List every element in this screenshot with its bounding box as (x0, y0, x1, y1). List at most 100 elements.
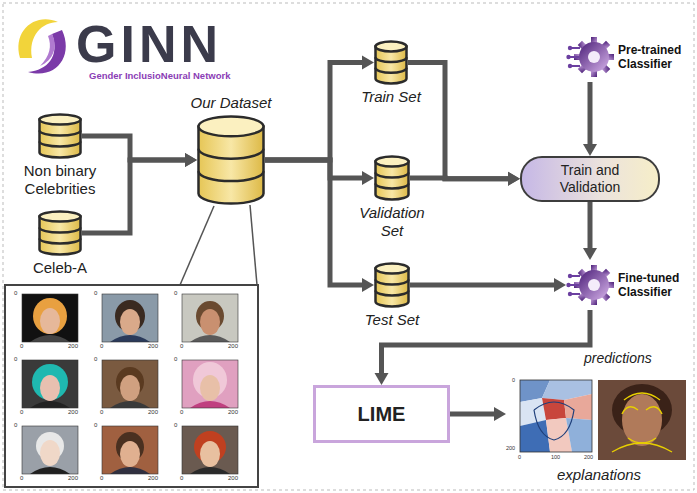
cylinder-shape-part (40, 131, 81, 136)
node-label: LIME (358, 402, 406, 426)
sample-grid-part-part (22, 426, 78, 474)
axis-tick: 100 (551, 455, 560, 461)
sample-grid-part-part (22, 426, 78, 474)
classifier-icon: Pre-trained Classifier (566, 32, 690, 82)
axis-tick: 0 (512, 378, 515, 384)
explanation-picture-part-part (566, 418, 592, 452)
zoom-lines-part (250, 205, 257, 285)
sample-grid-part (22, 360, 78, 408)
sample-grid-part-part (182, 294, 238, 342)
sample-grid-part-part (22, 294, 78, 342)
axis-tick: 200 (228, 409, 238, 415)
axis-tick: 0 (100, 409, 103, 415)
node-label: Non binary Celebrities (14, 162, 106, 198)
flow-arrow (408, 63, 520, 186)
node-label: Train Set (361, 88, 421, 106)
database-cylinder: Non binary Celebrities (14, 113, 106, 198)
logo-mark-part (28, 30, 66, 74)
axis-tick: 200 (584, 455, 593, 461)
flow-arrow (583, 82, 597, 156)
database-cylinder: Train Set (361, 40, 421, 106)
arrowhead (362, 171, 374, 185)
sample-grid-part-part (102, 360, 158, 408)
explanation-picture-part-part (622, 393, 662, 443)
gear-icon (566, 32, 614, 82)
explanation-picture-part-part (520, 380, 592, 452)
axis-tick: 0 (174, 356, 177, 362)
axis-tick: 0 (518, 455, 521, 461)
sample-grid-part (102, 360, 158, 408)
sample-grid-part-part (102, 360, 158, 408)
explanation-picture-part (520, 380, 592, 452)
sample-grid-part-part (40, 375, 60, 401)
sample-grid-part-part (120, 441, 140, 467)
gear-icon-part (579, 270, 609, 300)
sample-grid-part-part (110, 335, 150, 342)
node-label: Celeb-A (33, 259, 87, 277)
explanation-images: explanations (506, 376, 692, 490)
node-label: explanations (506, 466, 692, 484)
connector-line (265, 160, 363, 285)
sample-grid-part-part (30, 467, 70, 474)
sample-grid-part-part (22, 360, 78, 408)
sample-grid-part-part (190, 401, 230, 408)
sample-grid-part (182, 294, 238, 342)
gear-icon-part-part (568, 292, 572, 296)
cylinder-shape-part (199, 126, 264, 203)
flow-arrow (265, 56, 374, 161)
connector-line (588, 82, 593, 145)
axis-tick: 0 (20, 343, 23, 349)
sample-grid-part-part (32, 364, 68, 400)
arrowhead (185, 153, 197, 167)
explanation-picture-part-part (564, 394, 592, 420)
axis-tick: 0 (14, 422, 17, 428)
axis-tick: 0 (20, 475, 23, 481)
node-label: Our Dataset (191, 94, 272, 112)
axis-tick: 0 (100, 475, 103, 481)
connector-line (265, 160, 363, 178)
sample-grid-part (102, 294, 158, 342)
gear-icon-part-part (566, 283, 570, 287)
gear-icon-part (566, 274, 572, 296)
explanation-picture-part-part (612, 443, 672, 452)
flow-arrow (82, 153, 197, 233)
sample-grid-part-part (182, 360, 238, 408)
flow-arrow (265, 160, 374, 292)
sample-grid-part-part (182, 294, 238, 342)
axis-tick: 0 (94, 290, 97, 296)
database-cylinder: Test Set (365, 262, 419, 329)
page-border (3, 3, 694, 490)
explanation-picture-part-part (622, 394, 662, 446)
arrowhead (362, 56, 374, 70)
gear-icon-part (588, 51, 600, 63)
arrowhead (554, 278, 566, 292)
cylinder-shape-part (376, 68, 407, 73)
gear-icon-part-part (568, 46, 572, 50)
explanation-picture-part-part (520, 380, 592, 452)
logo-mark (18, 19, 65, 73)
connector-line (82, 160, 186, 233)
sample-grid-part-part (102, 294, 158, 342)
flow-arrow (410, 278, 566, 292)
classifier-icon: Fine-tuned Classifier (566, 260, 690, 310)
cylinder-shape-part (376, 183, 409, 188)
flow-arrow (450, 407, 506, 421)
process-box: LIME (313, 385, 450, 443)
axis-tick: 200 (148, 475, 158, 481)
axis-tick: 0 (20, 409, 23, 415)
connector-line (410, 176, 509, 182)
sample-grid-part-part (190, 335, 230, 342)
sample-grid-part-part (200, 441, 220, 467)
cylinder-shape (197, 115, 265, 205)
cylinder-shape-part (199, 171, 264, 181)
gear-icon-part-part (568, 274, 572, 278)
connector-line (408, 63, 509, 179)
cylinder-shape-part (375, 264, 408, 274)
cylinder-shape-part (376, 157, 409, 167)
cylinder-shape-part (40, 115, 81, 125)
arrowhead (185, 153, 197, 167)
sample-grid-part-part (102, 294, 158, 342)
database-cylinder: Celeb-A (33, 210, 87, 277)
sample-grid-part (102, 426, 158, 474)
sample-grid-part-part (182, 426, 238, 474)
